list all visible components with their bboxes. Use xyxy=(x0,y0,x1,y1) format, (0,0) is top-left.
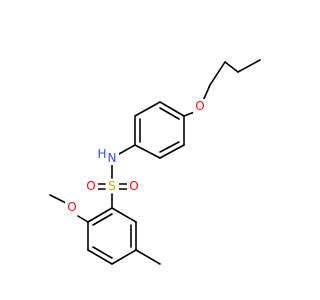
bond xyxy=(92,246,113,259)
atom-label: O xyxy=(86,179,95,193)
atom-label: O xyxy=(195,99,204,113)
bond xyxy=(202,84,211,102)
bond xyxy=(237,59,261,73)
bond xyxy=(159,107,180,120)
bond xyxy=(111,207,137,223)
bond xyxy=(49,194,67,204)
bond xyxy=(159,101,185,117)
bond xyxy=(92,213,113,226)
bond xyxy=(159,144,185,159)
bonds xyxy=(49,59,261,265)
bond xyxy=(224,61,239,73)
atom-label: S xyxy=(108,179,116,193)
atom-o-butoxy: O xyxy=(193,99,206,113)
chemical-structure-diagram: O H N O S O O xyxy=(49,59,261,265)
bond xyxy=(134,144,161,159)
atom-labels: O H N O S O O xyxy=(65,99,206,214)
bond xyxy=(118,144,136,155)
bond xyxy=(209,61,226,86)
bond xyxy=(87,249,113,265)
atom-label: O xyxy=(67,200,76,214)
atom-o-methoxy: O xyxy=(65,200,79,214)
bond xyxy=(159,141,180,153)
atom-o-sulfonyl-right: O xyxy=(127,179,141,193)
bond xyxy=(111,249,137,265)
atom-s-sulfonyl: S xyxy=(106,179,119,193)
bond xyxy=(77,215,89,223)
bond xyxy=(87,207,113,223)
atom-n-amine: N xyxy=(106,151,119,165)
bond xyxy=(134,101,161,117)
atom-o-sulfonyl-left: O xyxy=(84,179,98,193)
atom-label: N xyxy=(108,151,117,165)
atom-n-h: H xyxy=(96,147,108,161)
bond xyxy=(135,249,161,265)
atom-label: H xyxy=(97,147,106,161)
atom-label: O xyxy=(129,179,138,193)
